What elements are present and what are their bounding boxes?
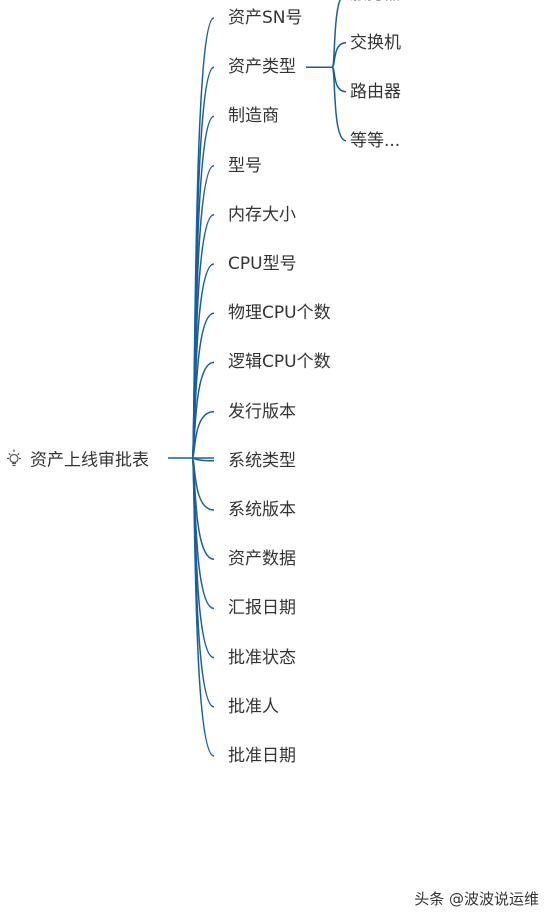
branch-node[interactable]: 批准状态 [228, 647, 296, 668]
sub-branch-node[interactable]: 路由器 [350, 81, 401, 102]
sub-branch-node[interactable]: 服务器 [350, 0, 401, 4]
sub-branch-connector [331, 41, 347, 68]
branch-node[interactable]: CPU型号 [228, 254, 297, 274]
branch-node[interactable]: 批准人 [228, 696, 279, 717]
branch-node[interactable]: 资产SN号 [228, 8, 303, 28]
branch-node[interactable]: 物理CPU个数 [228, 303, 331, 324]
root-label: 资产上线审批表 [30, 450, 149, 471]
sub-branch-node[interactable]: 等等... [350, 130, 401, 151]
branch-node[interactable]: 逻辑CPU个数 [228, 352, 331, 373]
sub-branch-connector [331, 66, 347, 142]
branch-connector [191, 410, 215, 459]
branch-node[interactable]: 批准日期 [228, 746, 296, 766]
branch-node[interactable]: 系统类型 [228, 450, 296, 471]
branch-node[interactable]: 系统版本 [228, 500, 296, 520]
sub-branch-connector [331, 0, 342, 68]
sub-branch-node[interactable]: 交换机 [350, 32, 401, 53]
branch-node[interactable]: 制造商 [228, 106, 279, 127]
branch-node[interactable]: 内存大小 [228, 204, 296, 225]
root-node[interactable]: 资产上线审批表 [4, 446, 149, 471]
branch-node[interactable]: 发行版本 [228, 401, 296, 422]
branch-node[interactable]: 资产类型 [228, 57, 296, 78]
branch-node[interactable]: 型号 [228, 155, 262, 176]
lightbulb-icon [7, 449, 21, 466]
branch-node[interactable]: 汇报日期 [228, 598, 296, 619]
watermark: 头条 @波波说运维 [414, 890, 539, 908]
branch-node[interactable]: 资产数据 [228, 549, 296, 570]
branch-connector [191, 457, 215, 757]
